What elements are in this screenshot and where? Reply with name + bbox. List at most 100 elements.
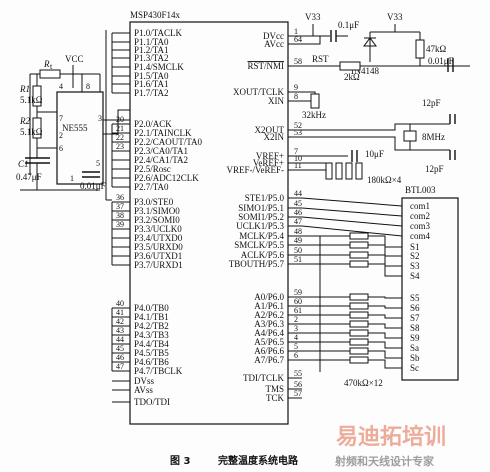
btl-pin-label: S5 — [410, 293, 420, 303]
btl-seg-wire — [368, 332, 402, 339]
btl-pin-label: Sc — [410, 363, 419, 373]
mcu-right-pin-number: 9 — [294, 83, 298, 92]
mcu-right-pin-number: 60 — [294, 297, 302, 306]
mcu-right-pin-label: AVcc — [264, 39, 284, 49]
btl-seg-wire — [368, 296, 402, 299]
btl-pin-label: com2 — [410, 211, 430, 221]
mcu-left-pin-label: P2.6/ADC12CLK — [134, 173, 199, 183]
vref-cap-value: 10μF — [365, 149, 384, 159]
mcu-right-pin-label: SOMI1/P5.2 — [238, 212, 284, 222]
mcu-right-pin-number: 10 — [294, 154, 302, 163]
mcu-right-pin-label: A0/P6.0 — [254, 292, 284, 302]
mcu-right-pin-number: 3 — [294, 324, 298, 333]
v33-label-b: V33 — [387, 12, 403, 22]
mcu-right-pin-number: 64 — [294, 35, 302, 44]
btl-seg-resistor — [349, 232, 369, 240]
ne555-pin-number: 3 — [98, 114, 102, 123]
mcu-right-pin-label: STE1/P5.0 — [245, 193, 285, 203]
capacitor-rst — [447, 58, 454, 72]
mcu-right-pin-label: TMS — [265, 384, 284, 394]
mcu-right-pin-number: 4 — [294, 333, 298, 342]
mcu-right-pin-label: VREF+ — [256, 151, 284, 161]
btl-seg-wire — [368, 359, 402, 369]
mcu-left-pin-number: 45 — [116, 344, 124, 353]
mcu-right-pin-number: 46 — [294, 208, 302, 217]
btl-pin-label: S7 — [410, 313, 420, 323]
x1-label: 32kHz — [302, 110, 326, 120]
timer-wires — [36, 74, 57, 150]
x2-label: 8MHz — [422, 132, 445, 142]
mcu-left-pin-label: P2.7/TA0 — [134, 182, 169, 192]
mcu-left-pin-number: 37 — [116, 202, 124, 211]
ne555-pin-number: 4 — [59, 82, 63, 91]
ne555-to-mcu — [103, 109, 130, 135]
mcu-right-pin-number: 50 — [294, 246, 302, 255]
mcu-right-pin-label: XIN — [268, 96, 284, 106]
mcu-left-pin-label: P2.0/ACK — [134, 119, 172, 129]
r1-value: 5.1kΩ — [20, 95, 43, 105]
resistor-rt — [39, 69, 61, 79]
r-rst-value: 2kΩ — [344, 72, 360, 82]
mcu-left-pin-number: 23 — [116, 142, 124, 151]
mcu-left-pin-label: P3.5/URXD0 — [134, 242, 183, 252]
btl-seg-wire — [368, 350, 402, 359]
mcu-right-pin-label: VREF-/VeREF- — [226, 165, 284, 175]
mcu-left-pin-label: P4.6/TB6 — [134, 357, 169, 367]
btl-seg-resistor — [349, 251, 369, 259]
mcu-left-pin-label: P1.1/TA0 — [134, 37, 169, 47]
mcu-left-pin-label: P3.2/SOMI0 — [134, 215, 180, 225]
rt-subscript: t — [50, 62, 53, 71]
mcu-left-pin-label: TDO/TDI — [134, 397, 170, 407]
mcu-left-pin-number: 40 — [116, 299, 124, 308]
mcu-right-pin-number: 11 — [294, 161, 302, 170]
btl-pin-label: Sb — [410, 353, 420, 363]
mcu-left-pin-number: 44 — [116, 335, 124, 344]
btl-seg-wire — [368, 314, 402, 319]
r2-value: 5.1kΩ — [20, 127, 43, 137]
c-x2b-value: 12pF — [425, 164, 444, 174]
mcu-right-pin-label: VeREF+ — [253, 158, 284, 168]
mcu-left-pin-number: 42 — [116, 317, 124, 326]
mcu-right-pin-label: X2IN — [264, 132, 285, 142]
mcu-left-pin-label: P2.3/CA0/TA1 — [134, 146, 188, 156]
mcu-right-pin-number: 7 — [294, 147, 298, 156]
mcu-left-pin-label: P3.3/UCLK0 — [134, 224, 182, 234]
btl-seg-wire — [368, 323, 402, 329]
mcu-right-pin-number: 52 — [294, 121, 302, 130]
mcu-left-bus — [105, 30, 113, 371]
btl-seg-wire — [368, 244, 402, 257]
mcu-left-pin-label: P1.6/TA1 — [134, 79, 169, 89]
btl-seg-resistor — [349, 347, 369, 355]
mcu-left-pin-label: P4.0/TB0 — [134, 303, 169, 313]
mcu-right-pin-number: 57 — [294, 389, 302, 398]
ne555-body — [56, 91, 104, 185]
btl-seg-resistor — [349, 329, 369, 337]
vref-resistor-network — [325, 162, 363, 180]
crystal-32khz — [310, 93, 320, 109]
mcu-right-pin-number: 55 — [294, 369, 302, 378]
mcu-right-pin-label: A1/P6.1 — [254, 301, 284, 311]
btl-seg-resistor — [349, 302, 369, 310]
mcu-left-pin-label: P2.4/CA1/TA2 — [134, 155, 188, 165]
btl-name: BTL003 — [405, 185, 436, 195]
btl-seg-wire — [368, 235, 402, 248]
r1-label: R1 — [19, 84, 30, 94]
mcu-left-pin-number: 38 — [116, 211, 124, 220]
mcu-left-pin-label: P1.7/TA2 — [134, 88, 169, 98]
ne555-pin-number: 6 — [59, 144, 63, 153]
mcu-right-pin-number: 51 — [294, 255, 302, 264]
mcu-right-pin-label: A5/P6.5 — [254, 337, 284, 347]
ne555-pin-number: 7 — [59, 114, 63, 123]
crystal-caps — [449, 114, 456, 160]
rst-net-label: RST — [312, 54, 329, 64]
mcu-right-pin-label: SMCLK/P5.5 — [234, 240, 284, 250]
ne555-name: NE555 — [62, 123, 88, 133]
capacitor-dvcc — [330, 30, 337, 42]
mcu-left-pin-label: P4.4/TB4 — [134, 339, 169, 349]
v33-rail-b — [369, 24, 421, 62]
resistor-47k — [415, 39, 425, 59]
